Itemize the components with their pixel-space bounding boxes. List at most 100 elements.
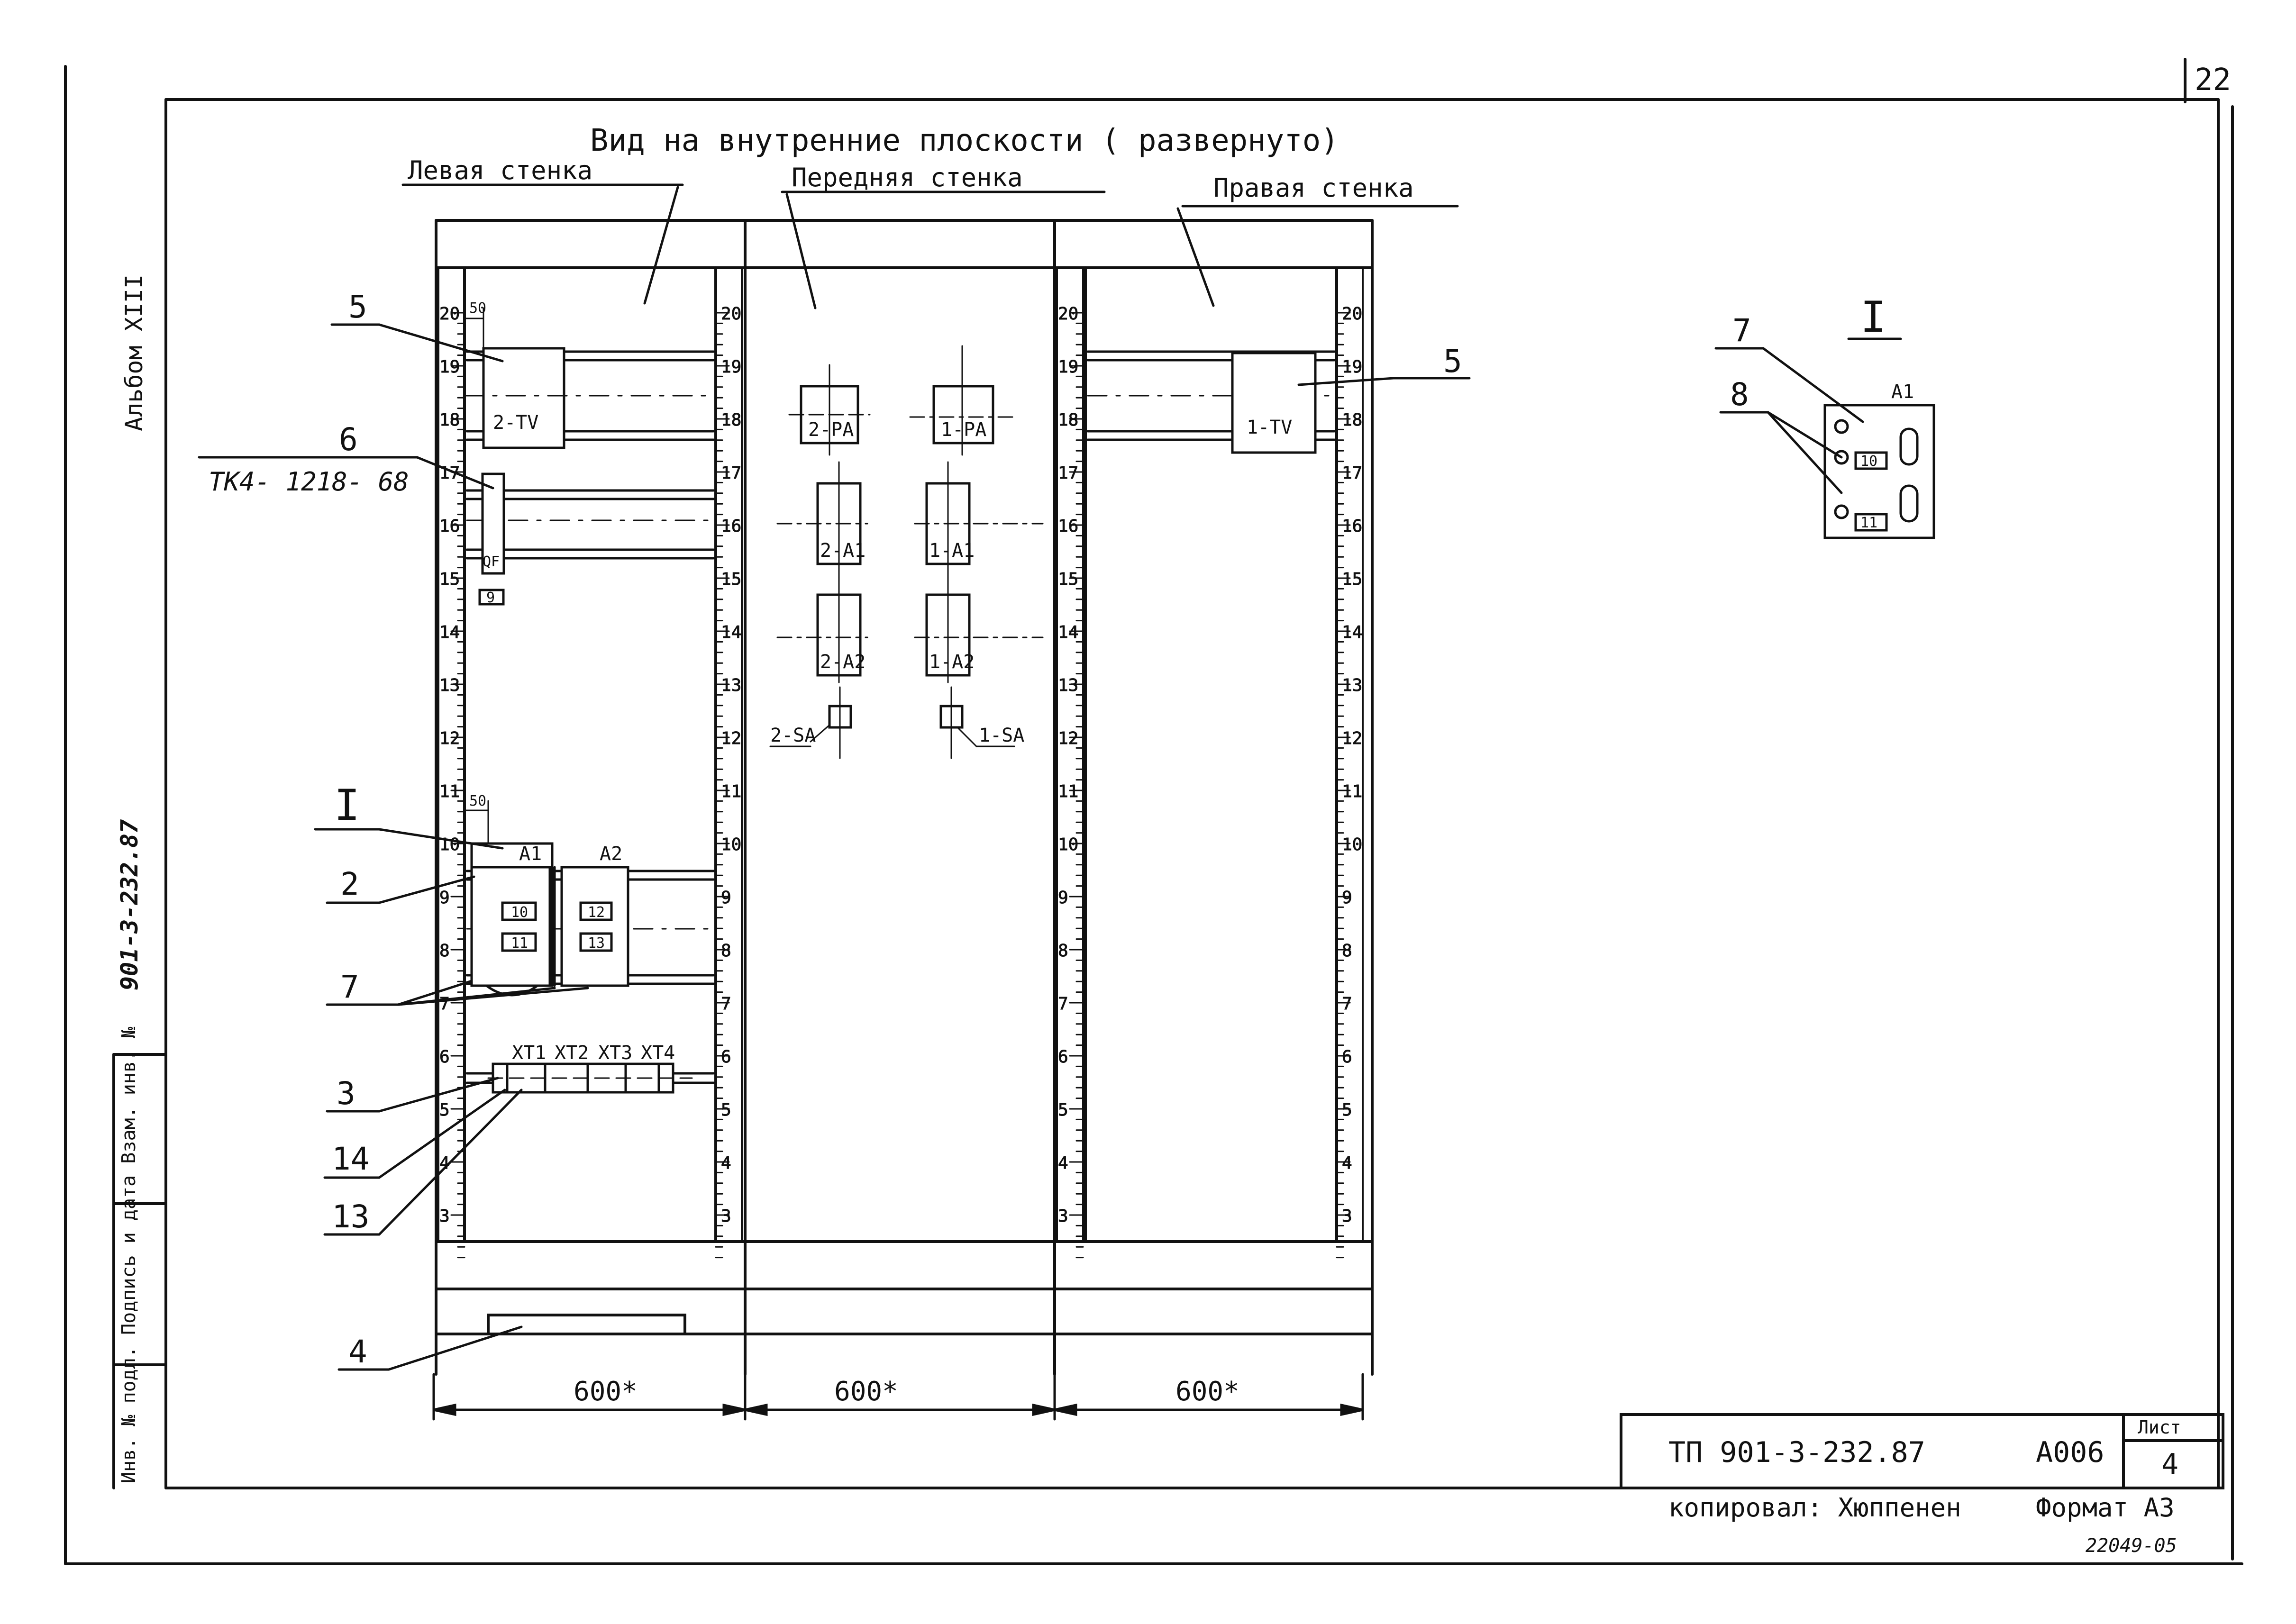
ruler-tick-label: 20 xyxy=(439,304,460,324)
dimension-line xyxy=(432,1373,1364,1421)
callout-detail-I: I xyxy=(334,780,360,830)
ruler-tick-label: 8 xyxy=(1342,941,1352,961)
dim-50-bottom: 50 xyxy=(469,793,486,809)
callout-leaders xyxy=(198,183,1471,1371)
detail-row2: 11 xyxy=(1860,515,1877,531)
ruler-tick-label: 12 xyxy=(1342,729,1362,748)
wall-label-left: Левая стенка xyxy=(408,155,592,185)
ruler-tick-label: 3 xyxy=(1342,1207,1352,1226)
ruler-tick-label: 9 xyxy=(1342,888,1352,907)
title-block xyxy=(1620,1413,2224,1489)
ruler-tick-label: 15 xyxy=(721,570,741,589)
ruler-tick-label: 12 xyxy=(721,729,741,748)
ruler-tick-label: 6 xyxy=(439,1047,450,1067)
ruler-tick-label: 10 xyxy=(721,835,741,854)
side-stamp-box xyxy=(112,1053,167,1489)
ruler-tick-label: 7 xyxy=(1342,994,1352,1014)
ruler-tick-label: 19 xyxy=(1342,357,1362,377)
a1-row2: 11 xyxy=(511,935,528,952)
drawing-title: Вид на внутренние плоскости ( развернуто… xyxy=(590,123,1339,158)
ruler-tick-label: 5 xyxy=(1058,1100,1068,1120)
device-2pa-label: 2-PA xyxy=(808,419,854,441)
ruler-tick-label: 16 xyxy=(1342,517,1362,536)
device-qf-tag: 9 xyxy=(486,590,495,606)
ruler-tick-label: 15 xyxy=(1058,570,1078,589)
ruler-tick-label: 4 xyxy=(439,1153,450,1173)
ruler-tick-label: 8 xyxy=(439,941,450,961)
ruler-tick-label: 16 xyxy=(721,517,741,536)
device-1pa-label: 1-PA xyxy=(941,419,986,441)
device-a1-label: A1 xyxy=(519,843,542,865)
ruler-tick-label: 3 xyxy=(721,1207,731,1226)
side-doc-code: 901-3-232.87 xyxy=(116,819,143,990)
ruler-tick-label: 7 xyxy=(439,994,450,1014)
ruler-tick-label: 9 xyxy=(721,888,731,907)
ruler-tick-label: 20 xyxy=(721,304,741,324)
ruler-tick-label: 15 xyxy=(1342,570,1362,589)
ruler-tick-label: 4 xyxy=(1058,1153,1068,1173)
title-list-value: 4 xyxy=(2161,1448,2178,1481)
ruler-tick-label: 3 xyxy=(439,1207,450,1226)
detail-view xyxy=(1714,337,1935,539)
ruler-tick-label: 18 xyxy=(439,410,460,430)
ruler-tick-label: 12 xyxy=(439,729,460,748)
device-1a1-label: 1-A1 xyxy=(929,540,975,562)
ruler-tick-label: 17 xyxy=(1342,463,1362,483)
ruler-tick-label: 11 xyxy=(721,782,741,801)
callout-6-note: ТК4- 1218- 68 xyxy=(209,467,409,497)
callout-7: 7 xyxy=(340,969,359,1005)
front-wall-devices xyxy=(769,345,1044,759)
ruler-tick-label: 5 xyxy=(439,1100,450,1120)
callout-2: 2 xyxy=(340,866,359,902)
device-2a1-label: 2-A1 xyxy=(820,540,866,562)
rulers: 20 19 18 17 16 15 14 13 12 11 10 9 8 7 6 5 4 3 20 19 18 17 16 1… xyxy=(437,267,1364,1259)
callout-3: 3 xyxy=(337,1075,355,1112)
ruler-tick-label: 13 xyxy=(1342,676,1362,695)
ruler-tick-label: 14 xyxy=(1342,623,1362,642)
ruler-tick-label: 19 xyxy=(721,357,741,377)
dim-width-left: 600* xyxy=(574,1376,638,1407)
ruler-tick-label: 6 xyxy=(1342,1047,1352,1067)
device-2tv-label: 2-TV xyxy=(493,412,538,434)
ruler-tick-label: 7 xyxy=(1058,994,1068,1014)
ruler-tick-label: 3 xyxy=(1058,1207,1068,1226)
ruler-tick-label: 12 xyxy=(1058,729,1078,748)
ruler-tick-label: 8 xyxy=(721,941,731,961)
detail-title: I xyxy=(1860,292,1886,342)
album-label: Альбом XIII xyxy=(120,274,148,431)
dim-width-front: 600* xyxy=(834,1376,898,1407)
device-1tv-label: 1-TV xyxy=(1247,417,1292,438)
terminal-xt1: XT1 xyxy=(512,1042,546,1064)
ruler-tick-label: 20 xyxy=(1342,304,1362,324)
ruler-tick-label: 20 xyxy=(1058,304,1078,324)
ruler-tick-label: 5 xyxy=(721,1100,731,1120)
title-sheet-code: А006 xyxy=(2036,1436,2105,1469)
ruler-tick-label: 8 xyxy=(1058,941,1068,961)
callout-14: 14 xyxy=(332,1141,369,1177)
device-a2-label: A2 xyxy=(600,843,622,865)
ruler-tick-label: 14 xyxy=(1058,623,1078,642)
ruler-tick-label: 17 xyxy=(721,463,741,483)
ruler-tick-label: 13 xyxy=(721,676,741,695)
device-1a2-label: 1-A2 xyxy=(929,651,975,673)
ruler-tick-label: 6 xyxy=(1058,1047,1068,1067)
a2-row1: 12 xyxy=(588,904,605,921)
ruler-tick-label: 4 xyxy=(721,1153,731,1173)
ruler-tick-label: 15 xyxy=(439,570,460,589)
ruler-tick-label: 14 xyxy=(721,623,741,642)
side-stamp-text: Инв. № подл. Подпись и дата Взам. инв. № xyxy=(118,1027,140,1483)
ruler-tick-label: 10 xyxy=(1058,835,1078,854)
callout-5-left: 5 xyxy=(348,289,367,325)
ruler-tick-label: 10 xyxy=(1342,835,1362,854)
ruler-tick-label: 16 xyxy=(1058,517,1078,536)
ruler-tick-label: 13 xyxy=(1058,676,1078,695)
ruler-tick-label: 7 xyxy=(721,994,731,1014)
ruler-tick-label: 17 xyxy=(1058,463,1078,483)
ruler-tick-label: 4 xyxy=(1342,1153,1352,1173)
detail-callout-8: 8 xyxy=(1730,376,1749,413)
device-2sa-label: 2-SA xyxy=(770,725,816,746)
sheet-frame xyxy=(64,58,2243,1565)
ruler-tick-label: 18 xyxy=(1342,410,1362,430)
